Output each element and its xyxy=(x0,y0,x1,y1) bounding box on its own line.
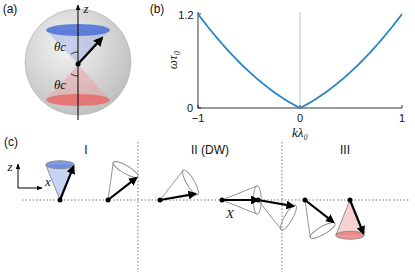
cone-cap xyxy=(278,203,299,232)
spin-arrow xyxy=(78,38,102,64)
spin-dot xyxy=(106,198,111,203)
spin-dot xyxy=(256,198,261,203)
y-axis xyxy=(198,12,199,108)
precession-cone xyxy=(106,159,140,203)
spin-arrow xyxy=(108,178,136,200)
position-label: X xyxy=(226,207,234,220)
tick-mark xyxy=(198,105,199,108)
cone-fill xyxy=(336,200,364,235)
spin-dot xyxy=(158,198,163,203)
cone-side xyxy=(336,200,364,235)
angle-arc xyxy=(71,74,78,76)
zero-line xyxy=(300,12,301,108)
spin-arrow xyxy=(305,200,333,222)
region-label: II (DW) xyxy=(191,144,229,156)
cone-side xyxy=(108,162,138,200)
spin-arrow xyxy=(258,200,293,206)
precession-cone xyxy=(336,198,364,240)
region-divider xyxy=(282,142,283,272)
angle-label: θc xyxy=(54,78,66,91)
angle-arc xyxy=(71,52,78,54)
cone-side xyxy=(160,170,198,200)
panel-label: (c) xyxy=(4,136,18,148)
panel-label: (b) xyxy=(150,3,165,15)
tick-label: 0 xyxy=(297,113,303,124)
cone-cap xyxy=(180,168,201,197)
precession-cone xyxy=(256,198,300,232)
z-axis xyxy=(18,164,19,188)
axis-label: z xyxy=(83,2,88,15)
tick-mark xyxy=(402,105,403,108)
cone-cap xyxy=(336,231,364,239)
spin-arrow xyxy=(222,199,258,201)
cone-side xyxy=(258,200,296,230)
cone-side xyxy=(305,200,335,238)
spin-dot xyxy=(76,62,81,67)
precession-cone xyxy=(303,198,337,242)
precession-cone xyxy=(46,161,74,203)
axis-label: kλ₀ xyxy=(292,126,308,139)
cone-cap xyxy=(46,161,74,169)
spin-dot xyxy=(303,198,308,203)
cone-fill xyxy=(46,165,74,200)
region-label: III xyxy=(340,144,350,156)
panel-label: (a) xyxy=(3,3,18,15)
dispersion-curve xyxy=(198,14,402,108)
cone-side xyxy=(46,165,74,200)
spin-arrow xyxy=(160,194,195,200)
tick-label: 1.2 xyxy=(178,10,193,21)
spin-arrow xyxy=(60,167,73,200)
region-label: I xyxy=(84,144,87,156)
spin-arrow xyxy=(350,200,363,233)
angle-label: θc xyxy=(54,40,66,53)
tick-label: −1 xyxy=(192,113,205,124)
spin-dot xyxy=(58,198,63,203)
axis-label: ωτ₀ xyxy=(166,51,179,69)
precession-cone xyxy=(158,168,202,202)
tick-mark xyxy=(198,108,201,109)
spin-dot xyxy=(348,198,353,203)
cone-cap xyxy=(111,159,140,180)
cone-cap xyxy=(308,220,337,241)
spin-dot xyxy=(220,198,225,203)
precession-cone xyxy=(220,186,262,214)
tick-label: 1 xyxy=(399,113,405,124)
axis-label: z xyxy=(7,160,12,173)
x-axis xyxy=(18,188,42,189)
region-divider xyxy=(138,142,139,272)
axis-label: x xyxy=(45,175,51,188)
